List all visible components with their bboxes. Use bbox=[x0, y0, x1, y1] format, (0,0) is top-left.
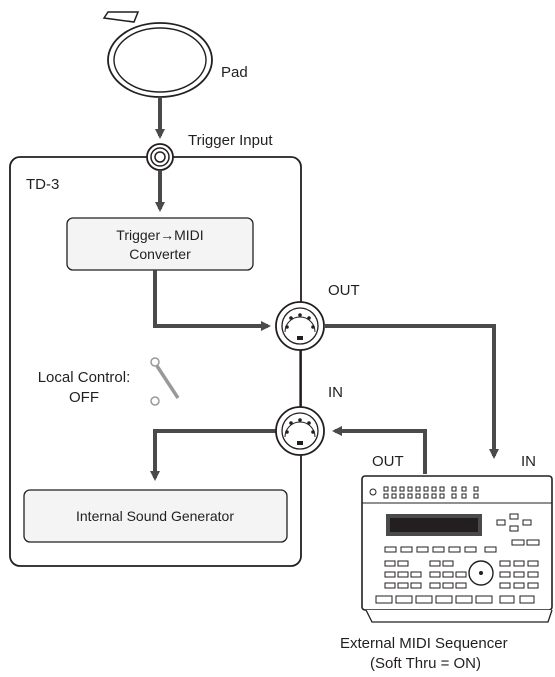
in-to-generator-arrow bbox=[150, 429, 282, 481]
sequencer-name: External MIDI Sequencer bbox=[340, 635, 508, 652]
out-to-sequencer-cable bbox=[324, 324, 499, 459]
converter-label-line1: Trigger→MIDI bbox=[116, 227, 203, 243]
converter-box bbox=[66, 217, 254, 271]
trigger-input-label: Trigger Input bbox=[188, 132, 273, 149]
td3-in-label: IN bbox=[328, 384, 343, 401]
td3-out-label: OUT bbox=[328, 282, 360, 299]
local-control-label: Local Control: bbox=[38, 369, 131, 386]
converter-to-out-arrow bbox=[153, 270, 271, 331]
midi-port-icon bbox=[275, 301, 325, 351]
midi-sequencer-icon bbox=[361, 475, 553, 623]
drum-pad-icon bbox=[102, 11, 213, 98]
sequencer-in-label: IN bbox=[521, 453, 536, 470]
sequencer-out-label: OUT bbox=[372, 453, 404, 470]
trigger-jack-icon bbox=[146, 143, 174, 171]
sequencer-note: (Soft Thru = ON) bbox=[370, 655, 481, 672]
sound-generator-box bbox=[23, 489, 288, 543]
local-control-state: OFF bbox=[69, 389, 99, 406]
midi-port-icon bbox=[275, 406, 325, 456]
pad-label: Pad bbox=[221, 64, 248, 81]
converter-label-line2: Converter bbox=[129, 246, 191, 262]
device-label: TD-3 bbox=[26, 176, 59, 193]
sequencer-to-in-cable bbox=[332, 426, 427, 474]
local-control-switch bbox=[150, 357, 180, 406]
sound-generator-label: Internal Sound Generator bbox=[76, 508, 234, 524]
